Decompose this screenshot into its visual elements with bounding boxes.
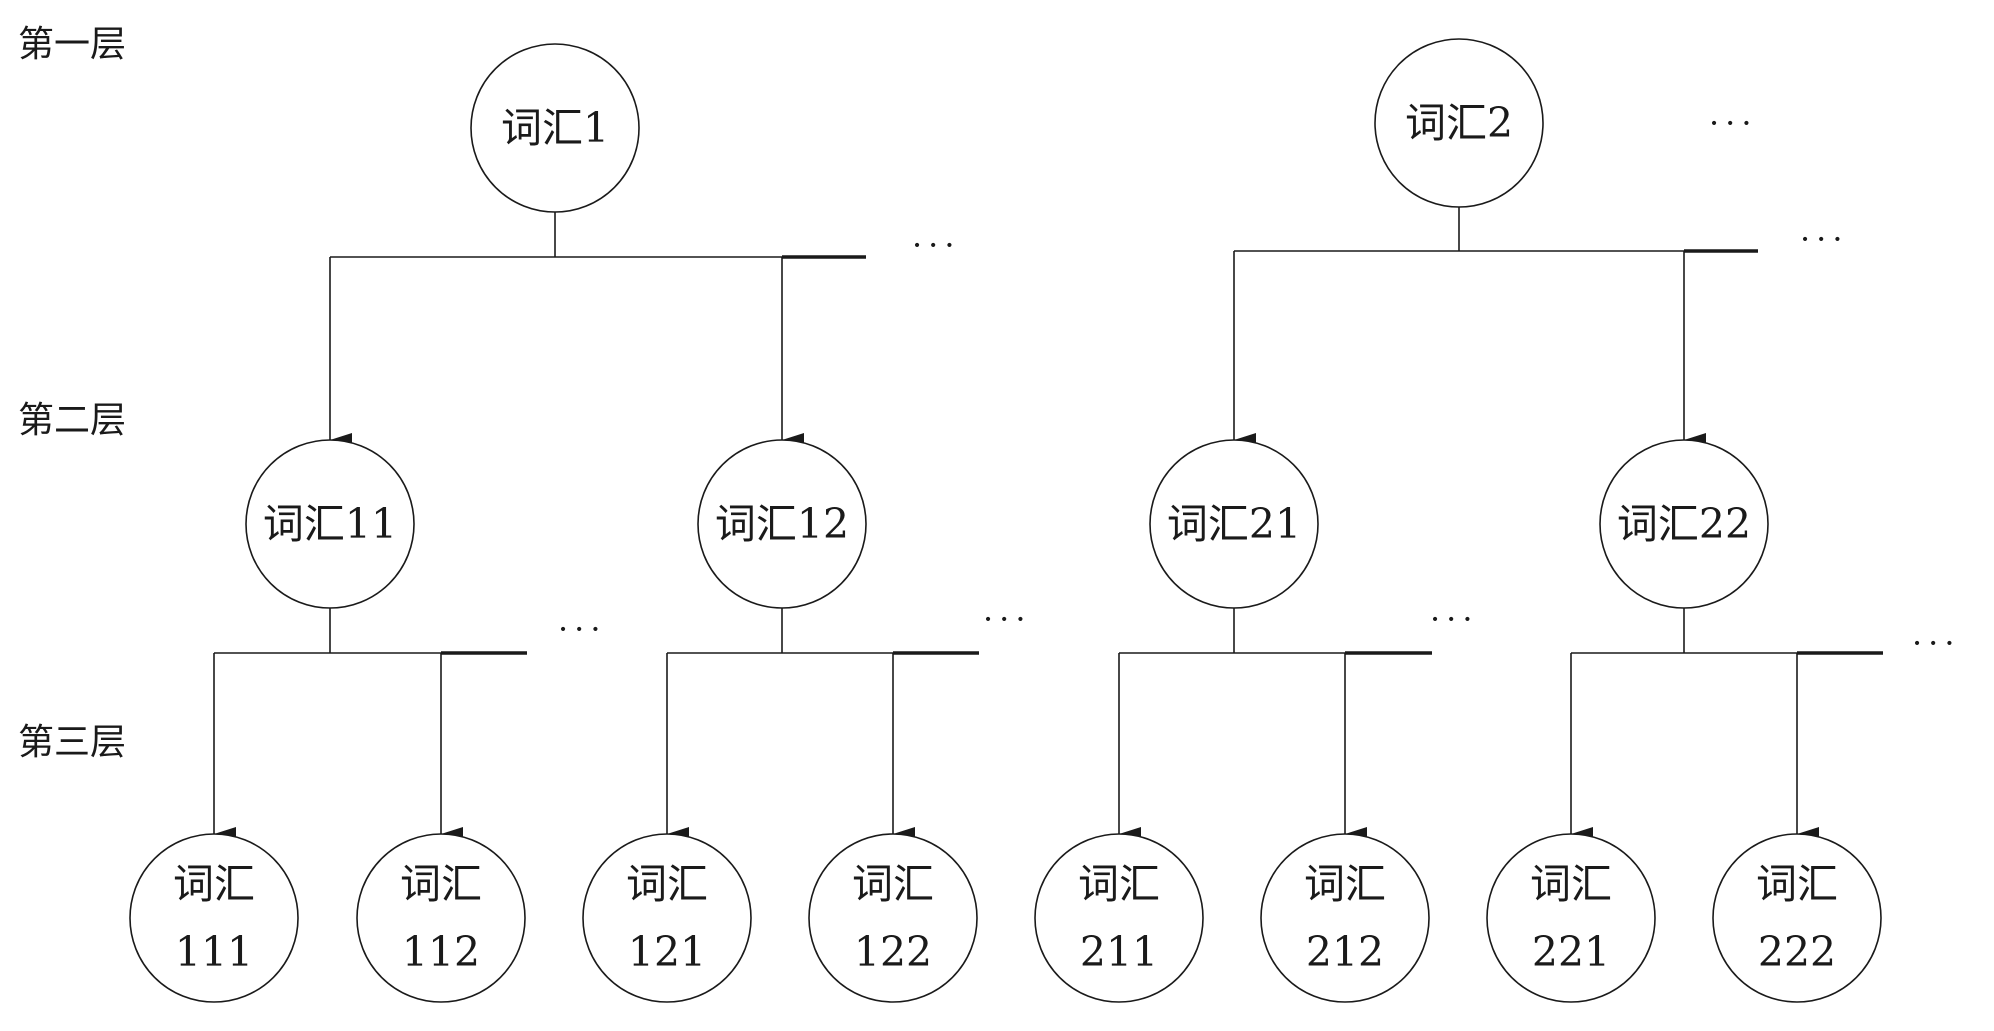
layer-label-1: 第一层 bbox=[18, 24, 126, 65]
node-label-n211-line1: 词汇 bbox=[1078, 860, 1160, 908]
node-label-n221-line2: 221 bbox=[1532, 928, 1610, 976]
ellipsis-layer3-group21: ··· bbox=[1430, 600, 1479, 638]
node-label-n121-line2: 121 bbox=[628, 928, 706, 976]
node-label-n112-line1: 词汇 bbox=[400, 860, 482, 908]
node-n1: 词汇1 bbox=[471, 44, 639, 212]
node-label-n121-line1: 词汇 bbox=[626, 860, 708, 908]
ellipsis-layer3-group22: ··· bbox=[1912, 624, 1961, 662]
node-label-n222-line1: 词汇 bbox=[1756, 860, 1838, 908]
node-label-n11: 词汇11 bbox=[263, 500, 397, 548]
node-n21: 词汇21 bbox=[1150, 440, 1318, 608]
node-n22: 词汇22 bbox=[1600, 440, 1768, 608]
node-n211: 词汇 211 bbox=[1035, 834, 1203, 1002]
layer-label-3: 第三层 bbox=[18, 722, 126, 763]
node-n11: 词汇11 bbox=[246, 440, 414, 608]
node-n12: 词汇12 bbox=[698, 440, 866, 608]
ellipsis-layer1: ··· bbox=[1709, 104, 1758, 142]
ellipsis-layer2-group1: ··· bbox=[912, 226, 961, 264]
node-n121: 词汇 121 bbox=[583, 834, 751, 1002]
node-label-n21: 词汇21 bbox=[1167, 500, 1301, 548]
node-label-n2: 词汇2 bbox=[1405, 99, 1513, 147]
node-label-n211-line2: 211 bbox=[1080, 928, 1158, 976]
node-label-n112-line2: 112 bbox=[402, 928, 480, 976]
node-label-n212-line1: 词汇 bbox=[1304, 860, 1386, 908]
node-label-n111-line2: 111 bbox=[175, 928, 253, 976]
nodes: 词汇1 词汇2 词汇11 词汇12 词汇21 词汇22 词汇 111 词汇 112 词汇 121 词汇 1… bbox=[130, 39, 1881, 1002]
layer-label-2: 第二层 bbox=[18, 400, 126, 441]
node-label-n122-line1: 词汇 bbox=[852, 860, 934, 908]
node-n122: 词汇 122 bbox=[809, 834, 977, 1002]
node-n222: 词汇 222 bbox=[1713, 834, 1881, 1002]
node-label-n12: 词汇12 bbox=[715, 500, 849, 548]
node-n112: 词汇 112 bbox=[357, 834, 525, 1002]
ellipsis-layer3-group11: ··· bbox=[558, 610, 607, 648]
node-n212: 词汇 212 bbox=[1261, 834, 1429, 1002]
node-label-n221-line1: 词汇 bbox=[1530, 860, 1612, 908]
node-label-n22: 词汇22 bbox=[1617, 500, 1751, 548]
ellipsis-layer2-group2: ··· bbox=[1800, 220, 1849, 258]
node-n111: 词汇 111 bbox=[130, 834, 298, 1002]
node-label-n111-line1: 词汇 bbox=[173, 860, 255, 908]
node-label-n122-line2: 122 bbox=[854, 928, 932, 976]
node-n2: 词汇2 bbox=[1375, 39, 1543, 207]
node-n221: 词汇 221 bbox=[1487, 834, 1655, 1002]
ellipsis-layer3-group12: ··· bbox=[983, 600, 1032, 638]
node-label-n222-line2: 222 bbox=[1758, 928, 1836, 976]
node-label-n1: 词汇1 bbox=[501, 104, 609, 152]
node-label-n212-line2: 212 bbox=[1306, 928, 1384, 976]
